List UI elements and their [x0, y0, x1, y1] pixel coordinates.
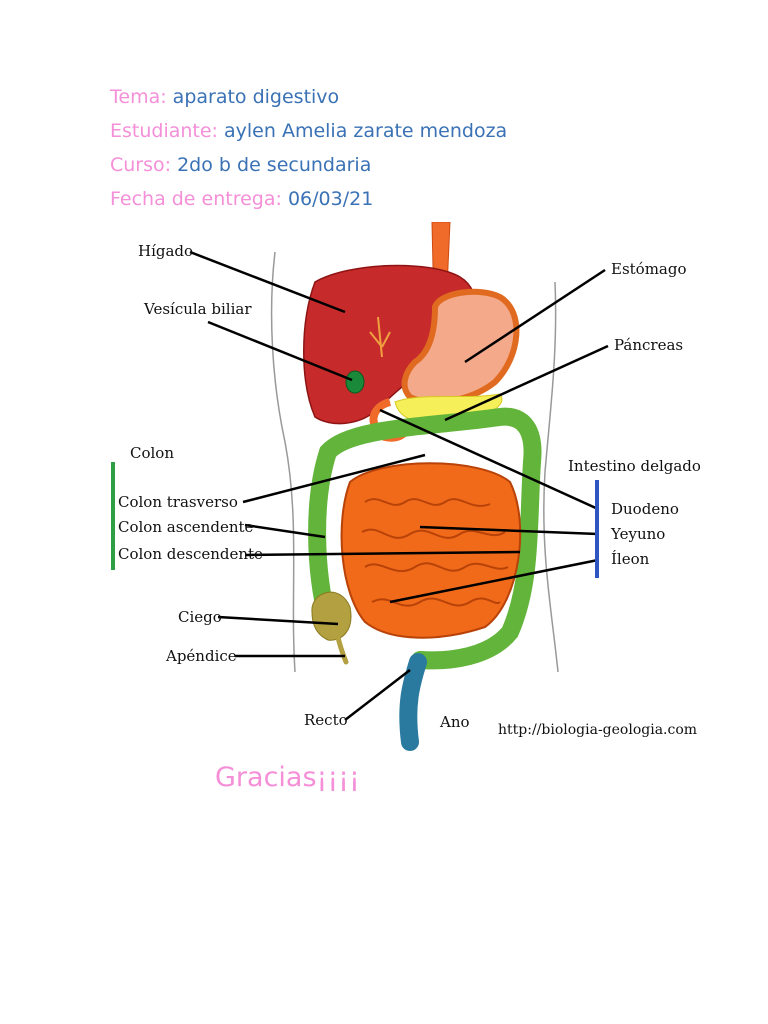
leader-higado — [189, 250, 346, 314]
label-colon-trasverso: Colon trasverso — [118, 493, 238, 511]
intestino-group-bar — [595, 480, 599, 578]
leader-colon-trasverso — [242, 453, 426, 504]
leader-colon-ascendente — [244, 523, 326, 539]
leader-lines — [189, 250, 609, 721]
curso-label: Curso: — [110, 154, 172, 176]
body-outline-right — [543, 281, 559, 673]
tema-line: Tema: aparato digestivo — [110, 85, 339, 109]
label-duodeno: Duodeno — [611, 500, 679, 518]
rectum — [399, 653, 427, 751]
label-higado: Hígado — [138, 242, 193, 260]
source-credit: http://biologia-geologia.com — [498, 722, 697, 738]
fecha-label: Fecha de entrega: — [110, 188, 282, 210]
small-intestine-folds — [361, 498, 509, 607]
label-vesicula: Vesícula biliar — [143, 300, 252, 318]
thanks-text: Gracias¡¡¡¡ — [215, 762, 360, 793]
label-recto: Recto — [304, 711, 348, 729]
body-outline-left — [270, 251, 296, 673]
curso-value: 2do b de secundaria — [177, 154, 372, 176]
cecum — [311, 591, 352, 641]
estudiante-value: aylen Amelia zarate mendoza — [224, 120, 508, 142]
label-pancreas: Páncreas — [614, 336, 683, 354]
colon-group-bar — [111, 462, 115, 570]
label-apendice: Apéndice — [165, 647, 237, 665]
leader-vesicula — [207, 320, 353, 382]
label-colon-descendente: Colon descendente — [118, 545, 263, 563]
curso-line: Curso: 2do b de secundaria — [110, 153, 371, 177]
large-intestine — [308, 407, 542, 670]
label-colon-ascendente: Colon ascendente — [118, 518, 254, 536]
estudiante-line: Estudiante: aylen Amelia zarate mendoza — [110, 119, 507, 143]
digestive-system-diagram: Hígado Vesícula biliar Estómago Páncreas… — [111, 222, 700, 751]
leader-colon-descendente — [244, 550, 521, 557]
label-estomago: Estómago — [611, 260, 687, 278]
bile-ducts — [369, 316, 391, 358]
leader-yeyuno — [419, 525, 599, 536]
tema-value: aparato digestivo — [172, 86, 340, 108]
label-ciego: Ciego — [178, 608, 222, 626]
leader-ciego — [217, 615, 339, 626]
fecha-value: 06/03/21 — [287, 188, 374, 210]
leader-estomago — [464, 268, 606, 364]
label-yeyuno: Yeyuno — [610, 525, 665, 543]
label-colon-title: Colon — [130, 444, 174, 462]
label-intestino-title: Intestino delgado — [568, 457, 700, 475]
small-intestine — [340, 462, 522, 639]
gallbladder — [345, 370, 365, 394]
leader-ileon — [389, 558, 599, 604]
leader-recto — [344, 669, 411, 721]
leader-duodeno — [379, 408, 599, 511]
tema-label: Tema: — [110, 86, 167, 108]
fecha-line: Fecha de entrega: 06/03/21 — [110, 187, 373, 211]
leader-pancreas — [444, 344, 609, 422]
label-ileon: Íleon — [611, 550, 650, 568]
label-ano: Ano — [439, 713, 470, 731]
appendix — [335, 634, 349, 665]
estudiante-label: Estudiante: — [110, 120, 218, 142]
